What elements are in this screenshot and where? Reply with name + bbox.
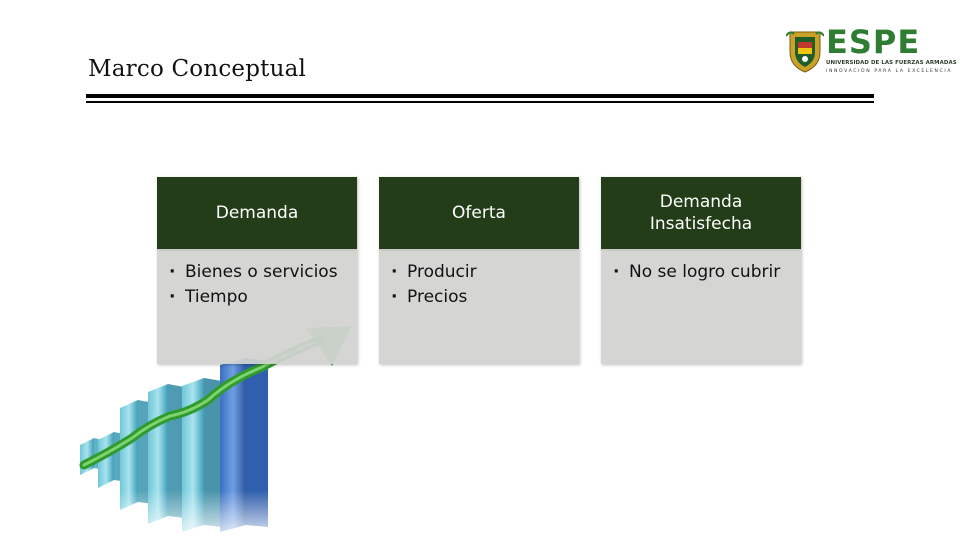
brand-tagline: UNIVERSIDAD DE LAS FUERZAS ARMADAS [826,60,957,66]
brand-name: ESPE [826,23,921,61]
card-heading: Oferta [379,177,579,249]
card-heading: Demanda Insatisfecha [601,177,801,249]
title-rule-thick [86,94,874,98]
list-item: Precios [389,287,571,308]
card-heading: Demanda [157,177,357,249]
card-body: Bienes o servicios Tiempo [157,249,357,364]
title-rule-thin [86,101,874,103]
list-item: No se logro cubrir [611,262,793,283]
slide-title: Marco Conceptual [88,56,307,82]
crest-icon [786,31,824,73]
list-item: Bienes o servicios [167,262,349,283]
espe-logo: ESPE UNIVERSIDAD DE LAS FUERZAS ARMADAS … [782,23,957,80]
brand-motto: INNOVACIÓN PARA LA EXCELENCIA [826,69,953,74]
card-body: Producir Precios [379,249,579,364]
card-body: No se logro cubrir [601,249,801,364]
list-item: Producir [389,262,571,283]
card-demanda: Demanda Bienes o servicios Tiempo [157,177,357,364]
card-demanda-insatisfecha: Demanda Insatisfecha No se logro cubrir [601,177,801,364]
card-oferta: Oferta Producir Precios [379,177,579,364]
list-item: Tiempo [167,287,349,308]
